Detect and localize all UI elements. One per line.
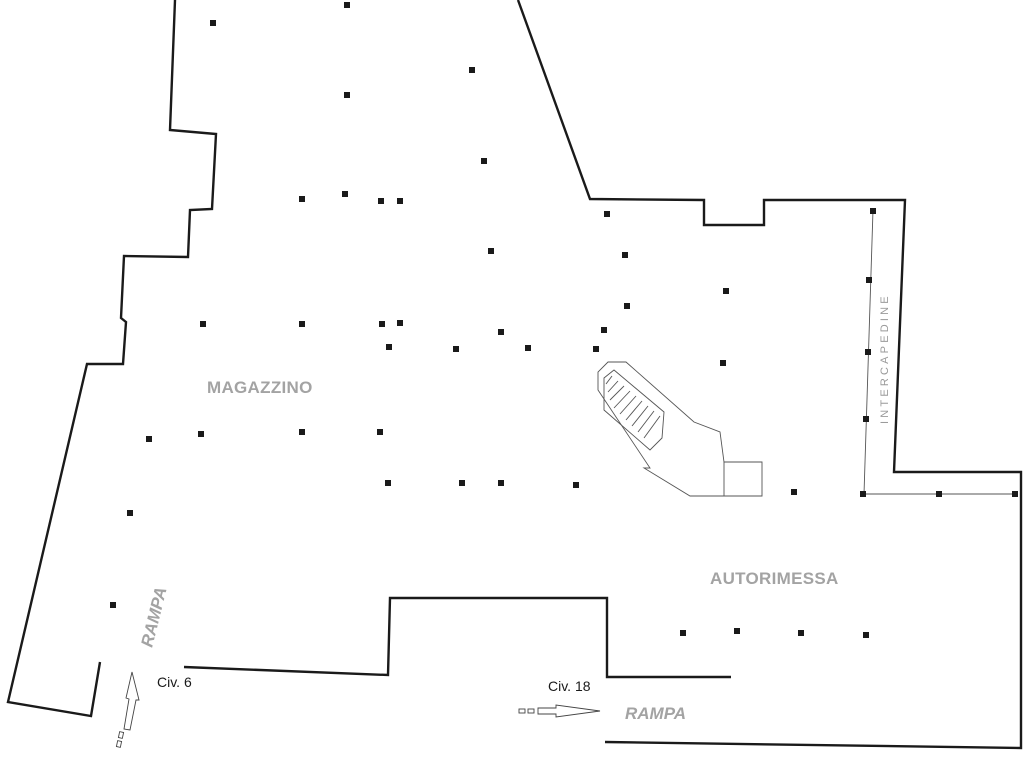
label-civ-18: Civ. 18: [548, 678, 591, 694]
pillar: [624, 303, 630, 309]
label-magazzino: MAGAZZINO: [207, 378, 313, 397]
pillar: [601, 327, 607, 333]
label-ramp-right: RAMPA: [625, 704, 686, 723]
pillar-group: [110, 2, 1018, 638]
pillar: [459, 480, 465, 486]
pillar: [488, 248, 494, 254]
pillar: [525, 345, 531, 351]
pillar: [378, 198, 384, 204]
pillar: [469, 67, 475, 73]
pillar: [865, 349, 871, 355]
pillar: [210, 20, 216, 26]
pillar: [342, 191, 348, 197]
pillar: [397, 320, 403, 326]
pillar: [146, 436, 152, 442]
pillar: [622, 252, 628, 258]
pillar: [870, 208, 876, 214]
pillar: [498, 329, 504, 335]
pillar: [860, 491, 866, 497]
pillar: [344, 2, 350, 8]
pillar: [680, 630, 686, 636]
pillar: [798, 630, 804, 636]
pillar: [498, 480, 504, 486]
pillar: [200, 321, 206, 327]
pillar: [723, 288, 729, 294]
label-intercapedine: INTERCAPEDINE: [879, 293, 891, 424]
pillar: [863, 416, 869, 422]
arrow-right-icon: [518, 704, 601, 718]
pillar: [385, 480, 391, 486]
label-autorimessa: AUTORIMESSA: [710, 569, 839, 588]
label-civ-6: Civ. 6: [157, 674, 192, 690]
staircase-icon: [597, 361, 763, 497]
pillar: [573, 482, 579, 488]
arrow-up-icon: [115, 671, 140, 748]
pillar: [936, 491, 942, 497]
pillar: [127, 510, 133, 516]
pillar: [299, 321, 305, 327]
pillar: [198, 431, 204, 437]
pillar: [1012, 491, 1018, 497]
pillar: [453, 346, 459, 352]
pillar: [299, 429, 305, 435]
pillar: [344, 92, 350, 98]
pillar: [866, 277, 872, 283]
pillar: [377, 429, 383, 435]
bottom-wall-middle: [183, 596, 731, 679]
label-ramp-left: RAMPA: [137, 585, 170, 649]
pillar: [299, 196, 305, 202]
pillar: [397, 198, 403, 204]
pillar: [720, 360, 726, 366]
pillar: [734, 628, 740, 634]
pillar: [791, 489, 797, 495]
outer-wall: [6, 0, 218, 718]
pillar: [863, 632, 869, 638]
pillar: [379, 321, 385, 327]
pillar: [481, 158, 487, 164]
pillar: [386, 344, 392, 350]
outer-wall-right: [516, 0, 1023, 750]
pillar: [110, 602, 116, 608]
pillar: [604, 211, 610, 217]
pillar: [593, 346, 599, 352]
